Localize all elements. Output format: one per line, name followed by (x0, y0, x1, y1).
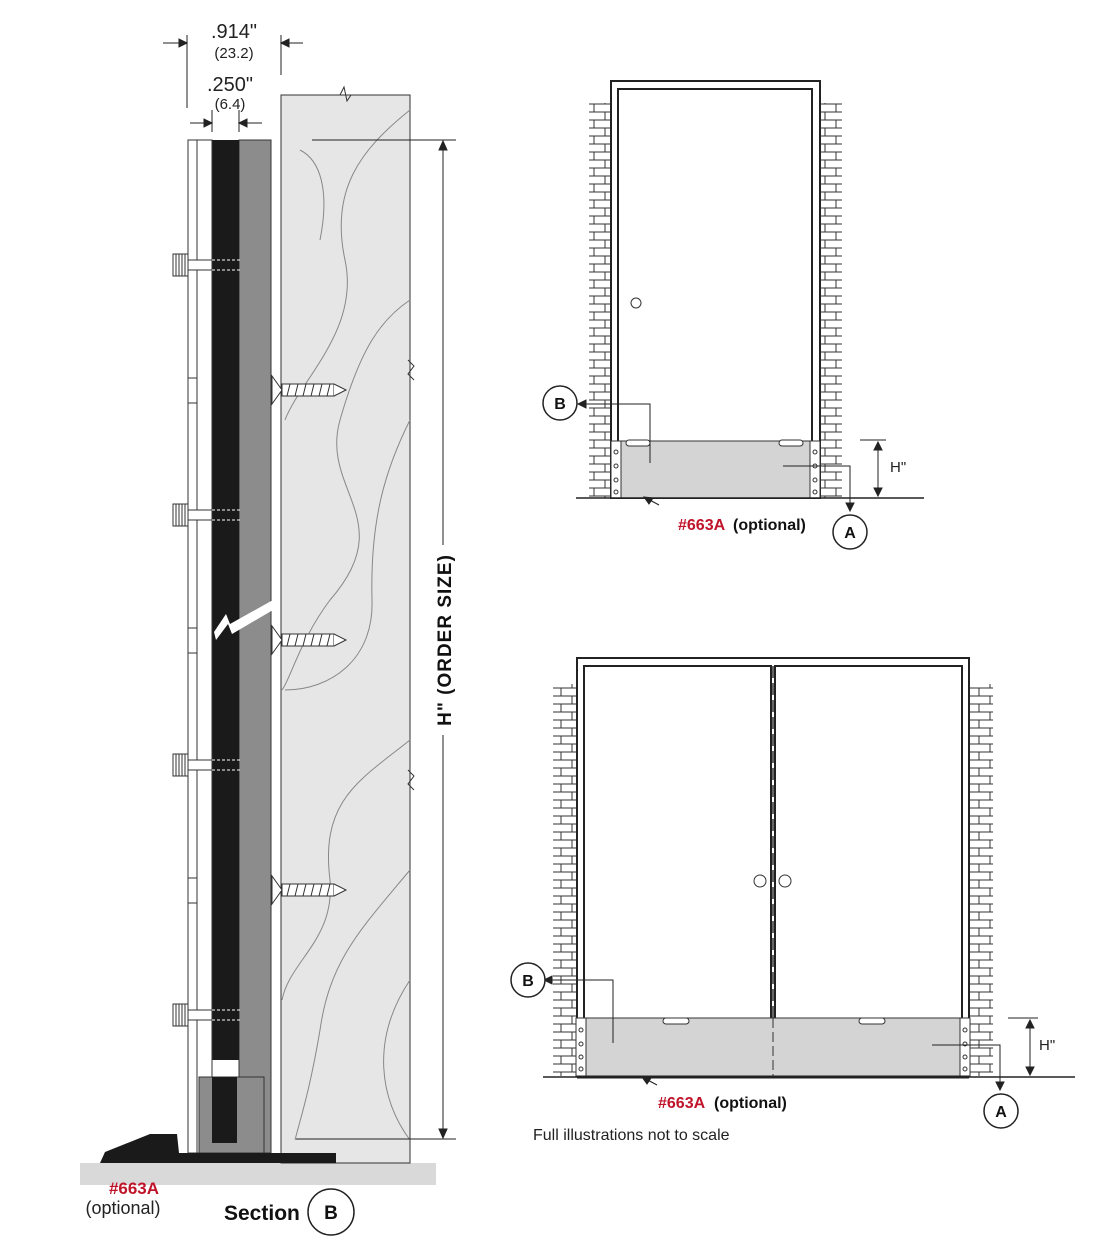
wood-grain (281, 109, 411, 1141)
brick-wall-left (553, 684, 577, 1076)
double-callout-a: A (995, 1104, 1007, 1121)
double-callout-a-circle (983, 1093, 1019, 1129)
side-rail-left (610, 440, 622, 499)
brick-wall-right (820, 103, 842, 498)
single-callout-a: A (844, 525, 856, 542)
gasket-strip (238, 139, 272, 1154)
wall-jamb (280, 94, 411, 1164)
double-part-code: #663A (658, 1095, 706, 1112)
brick-wall-right (969, 684, 993, 1076)
door-knob-right (778, 874, 792, 888)
thickness-dim-in: .250" (207, 74, 253, 96)
door-knob-left (753, 874, 767, 888)
single-height-label: H" (890, 459, 906, 476)
single-callout-b: B (554, 396, 566, 413)
section-callout-letter: B (324, 1203, 338, 1224)
double-height-label: H" (1039, 1037, 1055, 1054)
section-b-drawing (80, 35, 456, 1185)
barrier-panel (212, 140, 239, 1060)
side-rail-left (575, 1017, 587, 1077)
side-rail-right (809, 440, 821, 499)
barrier-handle (778, 439, 804, 447)
single-door-leaders (576, 399, 886, 513)
threshold-663a (100, 1134, 336, 1163)
double-part-note: (optional) (714, 1095, 787, 1112)
double-door-leaders (542, 975, 1038, 1092)
scale-footnote: Full illustrations not to scale (533, 1127, 730, 1144)
break-mark (214, 600, 273, 640)
single-callout-b-circle (542, 385, 578, 421)
double-callout-b: B (522, 973, 534, 990)
top-dimensions (163, 35, 303, 132)
overall-dim-in: .914" (211, 21, 257, 43)
mounting-frame (187, 139, 213, 1154)
section-label: Section (224, 1202, 300, 1225)
section-part-note: (optional) (85, 1198, 160, 1218)
floor-slab (80, 1163, 436, 1185)
barrier-shield (614, 440, 816, 499)
overall-dim-mm: (23.2) (214, 45, 253, 62)
height-order-size-label: H" (ORDER SIZE) (435, 554, 456, 726)
double-callout-b-circle (510, 962, 546, 998)
door-leaf-left (583, 665, 772, 1077)
wall-screws (271, 374, 348, 906)
door-leaf-right (774, 665, 963, 1077)
single-callout-a-circle (832, 514, 868, 550)
side-rail-right (959, 1017, 971, 1077)
thumb-screws (172, 253, 240, 1027)
height-dimension (296, 139, 456, 1140)
section-part-code: #663A (109, 1179, 159, 1198)
thickness-dim-mm: (6.4) (215, 96, 246, 113)
single-part-code: #663A (678, 517, 726, 534)
single-door-drawing (576, 80, 924, 513)
barrier-handle (625, 439, 651, 447)
brick-wall-left (589, 103, 611, 498)
section-callout-circle (307, 1188, 355, 1236)
door-knob (630, 297, 642, 309)
door-leaf (617, 88, 813, 499)
double-door-drawing (542, 657, 1075, 1092)
barrier-handle (858, 1017, 886, 1025)
single-part-note: (optional) (733, 517, 806, 534)
barrier-handle (662, 1017, 690, 1025)
frame-ticks (188, 377, 197, 904)
barrier-shield (580, 1017, 968, 1077)
